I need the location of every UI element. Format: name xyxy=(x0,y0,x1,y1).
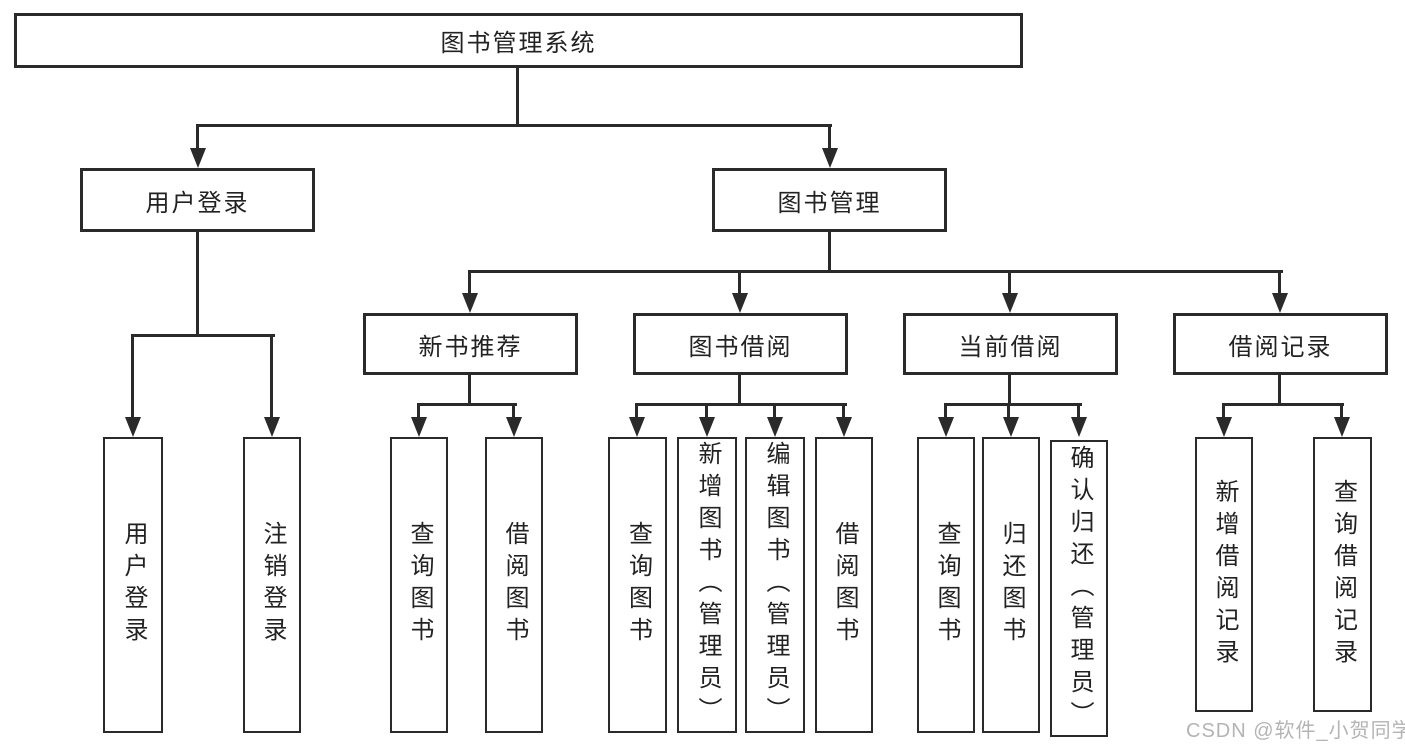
arrowhead-down xyxy=(1272,293,1288,313)
arrowhead-down xyxy=(506,417,522,437)
connector-line xyxy=(1278,375,1281,406)
leaf-confirm-return-admin: 确认归还（管理员） xyxy=(1050,440,1108,737)
arrowhead-down xyxy=(264,417,280,437)
leaf-logout-label: 注销登录 xyxy=(259,521,286,649)
connector-line xyxy=(131,334,275,337)
leaf-borrow-query-books: 查询图书 xyxy=(608,437,667,733)
node-current-borrow-label: 当前借阅 xyxy=(958,333,1063,361)
arrowhead-down xyxy=(629,417,645,437)
leaf-add-books-admin: 新增图书（管理员） xyxy=(677,437,737,733)
leaf-edit-books-admin-label: 编辑图书（管理员） xyxy=(762,441,789,729)
connector-line xyxy=(828,124,831,150)
connector-line xyxy=(1077,403,1080,419)
connector-line xyxy=(468,375,471,406)
arrowhead-down xyxy=(190,148,206,168)
node-new-book-recommend-label: 新书推荐 xyxy=(418,333,523,361)
arrowhead-down xyxy=(836,417,852,437)
node-borrow-records-label: 借阅记录 xyxy=(1228,333,1333,361)
node-borrow-records: 借阅记录 xyxy=(1173,313,1388,375)
leaf-current-query-books: 查询图书 xyxy=(917,437,975,733)
node-root: 图书管理系统 xyxy=(14,13,1023,68)
arrowhead-down xyxy=(411,417,427,437)
leaf-edit-books-admin: 编辑图书（管理员） xyxy=(745,437,805,733)
connector-line xyxy=(1278,270,1281,295)
connector-line xyxy=(738,375,741,406)
connector-line xyxy=(1222,403,1344,406)
node-user-login-label: 用户登录 xyxy=(145,189,250,217)
arrowhead-down xyxy=(125,417,141,437)
leaf-current-query-books-label: 查询图书 xyxy=(933,521,960,649)
leaf-recommend-borrow-books-label: 借阅图书 xyxy=(501,521,528,649)
leaf-return-books: 归还图书 xyxy=(982,437,1040,733)
arrowhead-down xyxy=(1002,293,1018,313)
connector-line xyxy=(417,403,517,406)
connector-line xyxy=(842,403,845,419)
connector-line xyxy=(1340,403,1343,419)
leaf-user-login-label: 用户登录 xyxy=(120,521,147,649)
connector-line xyxy=(773,403,776,419)
connector-line xyxy=(1008,375,1011,406)
arrowhead-down xyxy=(767,417,783,437)
leaf-borrow-borrow-books: 借阅图书 xyxy=(815,437,873,733)
leaf-borrow-borrow-books-label: 借阅图书 xyxy=(831,521,858,649)
leaf-borrow-query-books-label: 查询图书 xyxy=(624,521,652,649)
leaf-add-borrow-record: 新增借阅记录 xyxy=(1195,437,1253,712)
arrowhead-down xyxy=(1003,417,1019,437)
node-book-borrow: 图书借阅 xyxy=(633,313,848,375)
leaf-recommend-borrow-books: 借阅图书 xyxy=(485,437,543,733)
node-book-management-label: 图书管理 xyxy=(777,189,882,217)
connector-line xyxy=(1007,403,1010,419)
arrowhead-down xyxy=(732,293,748,313)
node-user-login: 用户登录 xyxy=(80,168,315,232)
leaf-user-login: 用户登录 xyxy=(103,437,163,733)
node-new-book-recommend: 新书推荐 xyxy=(363,313,578,375)
arrowhead-down xyxy=(1071,417,1087,437)
connector-line xyxy=(635,403,847,406)
csdn-watermark: CSDN @软件_小贺同学 xyxy=(1186,720,1405,742)
connector-line xyxy=(635,403,638,419)
connector-line xyxy=(196,232,199,337)
connector-line xyxy=(738,270,741,295)
leaf-recommend-query-books: 查询图书 xyxy=(390,437,448,733)
leaf-add-books-admin-label: 新增图书（管理员） xyxy=(694,441,721,729)
connector-line xyxy=(828,232,831,273)
arrowhead-down xyxy=(938,417,954,437)
connector-line xyxy=(512,403,515,419)
connector-line xyxy=(1008,270,1011,295)
arrowhead-down xyxy=(1334,417,1350,437)
leaf-query-borrow-record: 查询借阅记录 xyxy=(1313,437,1372,712)
arrowhead-down xyxy=(699,417,715,437)
leaf-return-books-label: 归还图书 xyxy=(998,521,1025,649)
connector-line xyxy=(197,124,832,127)
connector-line xyxy=(131,334,134,419)
arrowhead-down xyxy=(1216,417,1232,437)
connector-line xyxy=(468,270,1283,273)
connector-line xyxy=(270,334,273,419)
connector-line xyxy=(417,403,420,419)
leaf-recommend-query-books-label: 查询图书 xyxy=(406,521,433,649)
leaf-query-borrow-record-label: 查询借阅记录 xyxy=(1329,478,1357,671)
connector-line xyxy=(196,124,199,150)
node-book-borrow-label: 图书借阅 xyxy=(688,333,793,361)
node-current-borrow: 当前借阅 xyxy=(903,313,1118,375)
connector-line xyxy=(1222,403,1225,419)
connector-line xyxy=(468,270,471,295)
node-book-management: 图书管理 xyxy=(712,168,947,232)
leaf-logout: 注销登录 xyxy=(243,437,301,733)
leaf-add-borrow-record-label: 新增借阅记录 xyxy=(1211,478,1238,671)
connector-line xyxy=(516,68,519,126)
connector-line xyxy=(944,403,1082,406)
arrowhead-down xyxy=(822,148,838,168)
leaf-confirm-return-admin-label: 确认归还（管理员） xyxy=(1066,444,1093,733)
node-root-label: 图书管理系统 xyxy=(440,30,597,57)
connector-line xyxy=(944,403,947,419)
connector-line xyxy=(705,403,708,419)
arrowhead-down xyxy=(462,293,478,313)
